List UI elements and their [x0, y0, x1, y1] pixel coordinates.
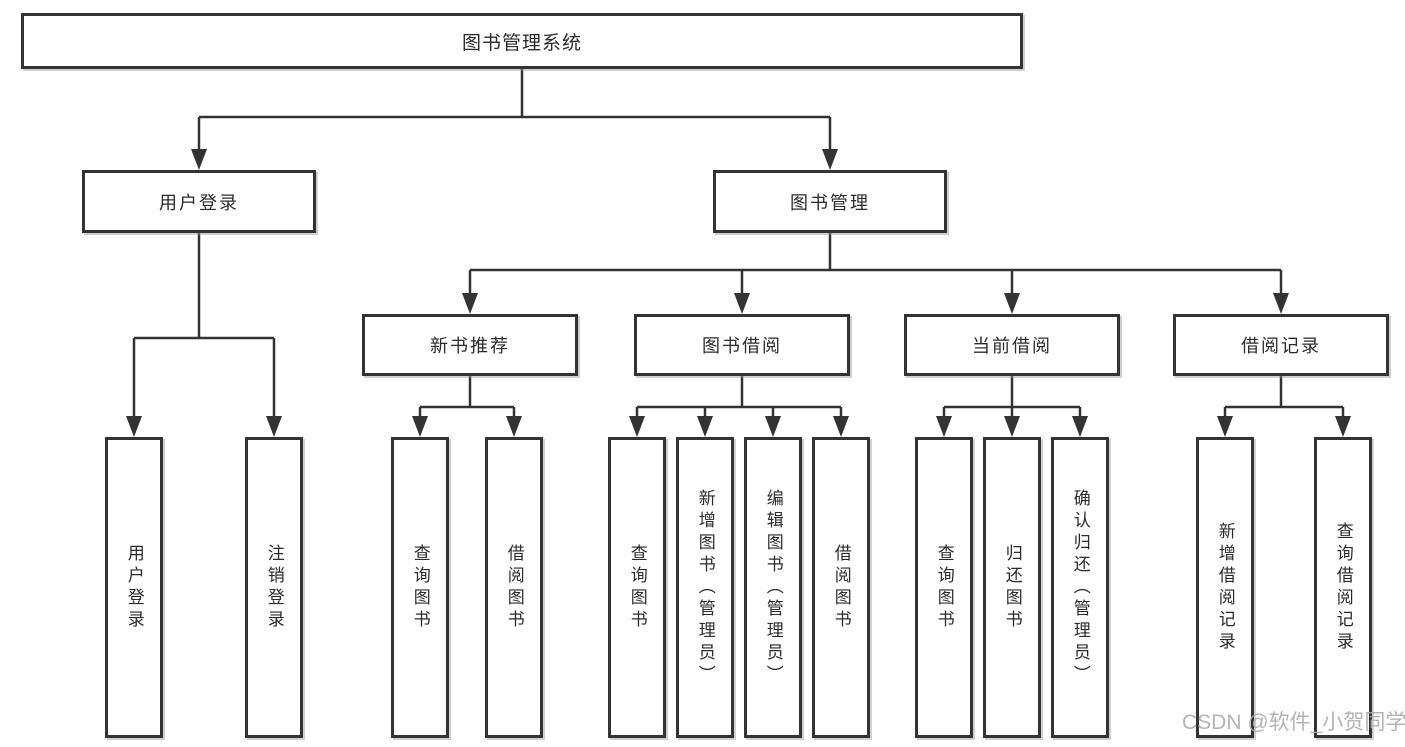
node-leaf-user-login: 用户登录 [105, 437, 163, 738]
node-label: 查询图书 [934, 543, 954, 632]
node-label: 确认归还（管理员） [1070, 488, 1090, 687]
node-new-book-recommend: 新书推荐 [362, 314, 578, 376]
arrowhead [191, 149, 207, 170]
arrowhead [506, 416, 522, 437]
node-label: 借阅图书 [831, 543, 851, 632]
node-label: 查询借阅记录 [1333, 521, 1353, 654]
node-label: 用户登录 [124, 543, 144, 632]
connector-borrow-records-to-leaves [1223, 376, 1345, 418]
arrowhead [1072, 416, 1088, 437]
arrowhead [126, 416, 142, 437]
node-label: 借阅记录 [1241, 336, 1321, 356]
node-current-borrowing: 当前借阅 [904, 314, 1120, 376]
node-label: 查询图书 [627, 543, 647, 632]
arrowhead [1273, 293, 1289, 314]
node-label: 编辑图书（管理员） [763, 488, 783, 687]
connector-new-book-to-leaves [418, 376, 516, 418]
node-label: 图书管理 [790, 192, 870, 213]
connector-root-to-level1 [197, 69, 832, 151]
arrowhead [833, 416, 849, 437]
arrowhead [936, 416, 952, 437]
arrowhead [734, 293, 750, 314]
connector-user-login-to-leaves [132, 233, 276, 418]
node-leaf-borrow-books: 借阅图书 [812, 437, 870, 738]
node-label: 图书借阅 [702, 336, 782, 356]
connector-current-borrow-to-leaves [942, 376, 1082, 418]
node-user-login: 用户登录 [82, 170, 316, 233]
node-label: 新增图书（管理员） [695, 488, 715, 687]
node-leaf-edit-book-admin: 编辑图书（管理员） [744, 437, 802, 738]
arrowhead [1004, 416, 1020, 437]
node-leaf-return-books: 归还图书 [983, 437, 1041, 738]
arrowhead [412, 416, 428, 437]
node-leaf-logout: 注销登录 [245, 437, 303, 738]
arrowhead [462, 293, 478, 314]
connector-book-mgmt-to-level2 [468, 233, 1283, 295]
arrowhead [1004, 293, 1020, 314]
node-leaf-query-books-recommend: 查询图书 [391, 437, 449, 738]
node-label: 查询图书 [410, 543, 430, 632]
node-label: 新书推荐 [430, 336, 510, 356]
node-label: 用户登录 [159, 192, 239, 213]
arrowhead [266, 416, 282, 437]
connector-book-borrow-to-leaves [635, 376, 843, 418]
arrowhead [1335, 416, 1351, 437]
node-leaf-add-borrow-record: 新增借阅记录 [1196, 437, 1254, 738]
node-leaf-borrow-books-recommend: 借阅图书 [485, 437, 543, 738]
node-label: 新增借阅记录 [1215, 521, 1235, 654]
node-leaf-confirm-return-admin: 确认归还（管理员） [1051, 437, 1109, 738]
node-label: 借阅图书 [504, 543, 524, 632]
node-label: 归还图书 [1002, 543, 1022, 632]
node-label: 当前借阅 [972, 336, 1052, 356]
csdn-watermark: CSDN @软件_小贺同学 [1182, 711, 1405, 734]
node-leaf-query-books-current: 查询图书 [915, 437, 973, 738]
node-leaf-add-book-admin: 新增图书（管理员） [676, 437, 734, 738]
arrowhead [822, 149, 838, 170]
node-label: 注销登录 [264, 543, 284, 632]
arrowhead [629, 416, 645, 437]
arrowhead [765, 416, 781, 437]
arrowhead [697, 416, 713, 437]
node-leaf-query-borrow-record: 查询借阅记录 [1314, 437, 1372, 738]
node-label: 图书管理系统 [461, 32, 582, 54]
node-borrowing-records: 借阅记录 [1173, 314, 1389, 376]
node-book-management: 图书管理 [713, 170, 947, 233]
node-leaf-query-books-borrowing: 查询图书 [608, 437, 666, 738]
node-book-borrowing: 图书借阅 [634, 314, 850, 376]
node-library-system: 图书管理系统 [21, 13, 1023, 69]
arrowhead [1217, 416, 1233, 437]
